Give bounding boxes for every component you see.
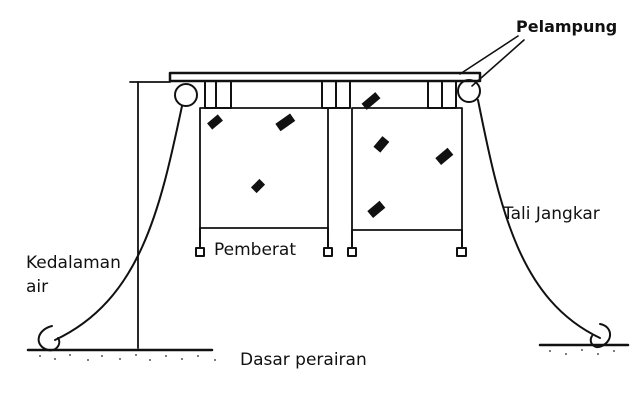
float-leader-2 bbox=[471, 39, 525, 87]
label-anchor-rope: Tali Jangkar bbox=[503, 204, 600, 224]
seabed-sediment bbox=[39, 349, 615, 361]
fish-7 bbox=[367, 200, 386, 218]
fish-5 bbox=[373, 136, 390, 153]
anchor-rope-left bbox=[54, 105, 183, 341]
float-1 bbox=[204, 80, 232, 109]
fish-1 bbox=[207, 114, 223, 130]
fish-4 bbox=[361, 92, 381, 110]
net-cage-right bbox=[351, 107, 463, 231]
label-float: Pelampung bbox=[516, 17, 618, 36]
weight-4 bbox=[456, 247, 467, 257]
label-weight: Pemberat bbox=[214, 240, 296, 260]
fish-6 bbox=[435, 147, 454, 165]
net-cage-left bbox=[199, 107, 329, 229]
fish-2 bbox=[275, 113, 296, 132]
raft-frame bbox=[168, 71, 482, 83]
label-seabed: Dasar perairan bbox=[240, 350, 367, 370]
anchor-rope-right bbox=[477, 99, 601, 339]
weight-1 bbox=[195, 247, 205, 257]
weight-2 bbox=[323, 247, 333, 257]
buoy-left bbox=[174, 83, 198, 107]
weight-3 bbox=[347, 247, 357, 257]
label-depth-line2: air bbox=[26, 277, 49, 297]
float-leader-1 bbox=[459, 35, 519, 75]
anchor-left bbox=[37, 325, 61, 352]
label-depth-line1: Kedalaman bbox=[26, 253, 121, 273]
fish-3 bbox=[250, 178, 266, 194]
buoy-right bbox=[457, 79, 481, 103]
fish-group bbox=[207, 92, 454, 218]
